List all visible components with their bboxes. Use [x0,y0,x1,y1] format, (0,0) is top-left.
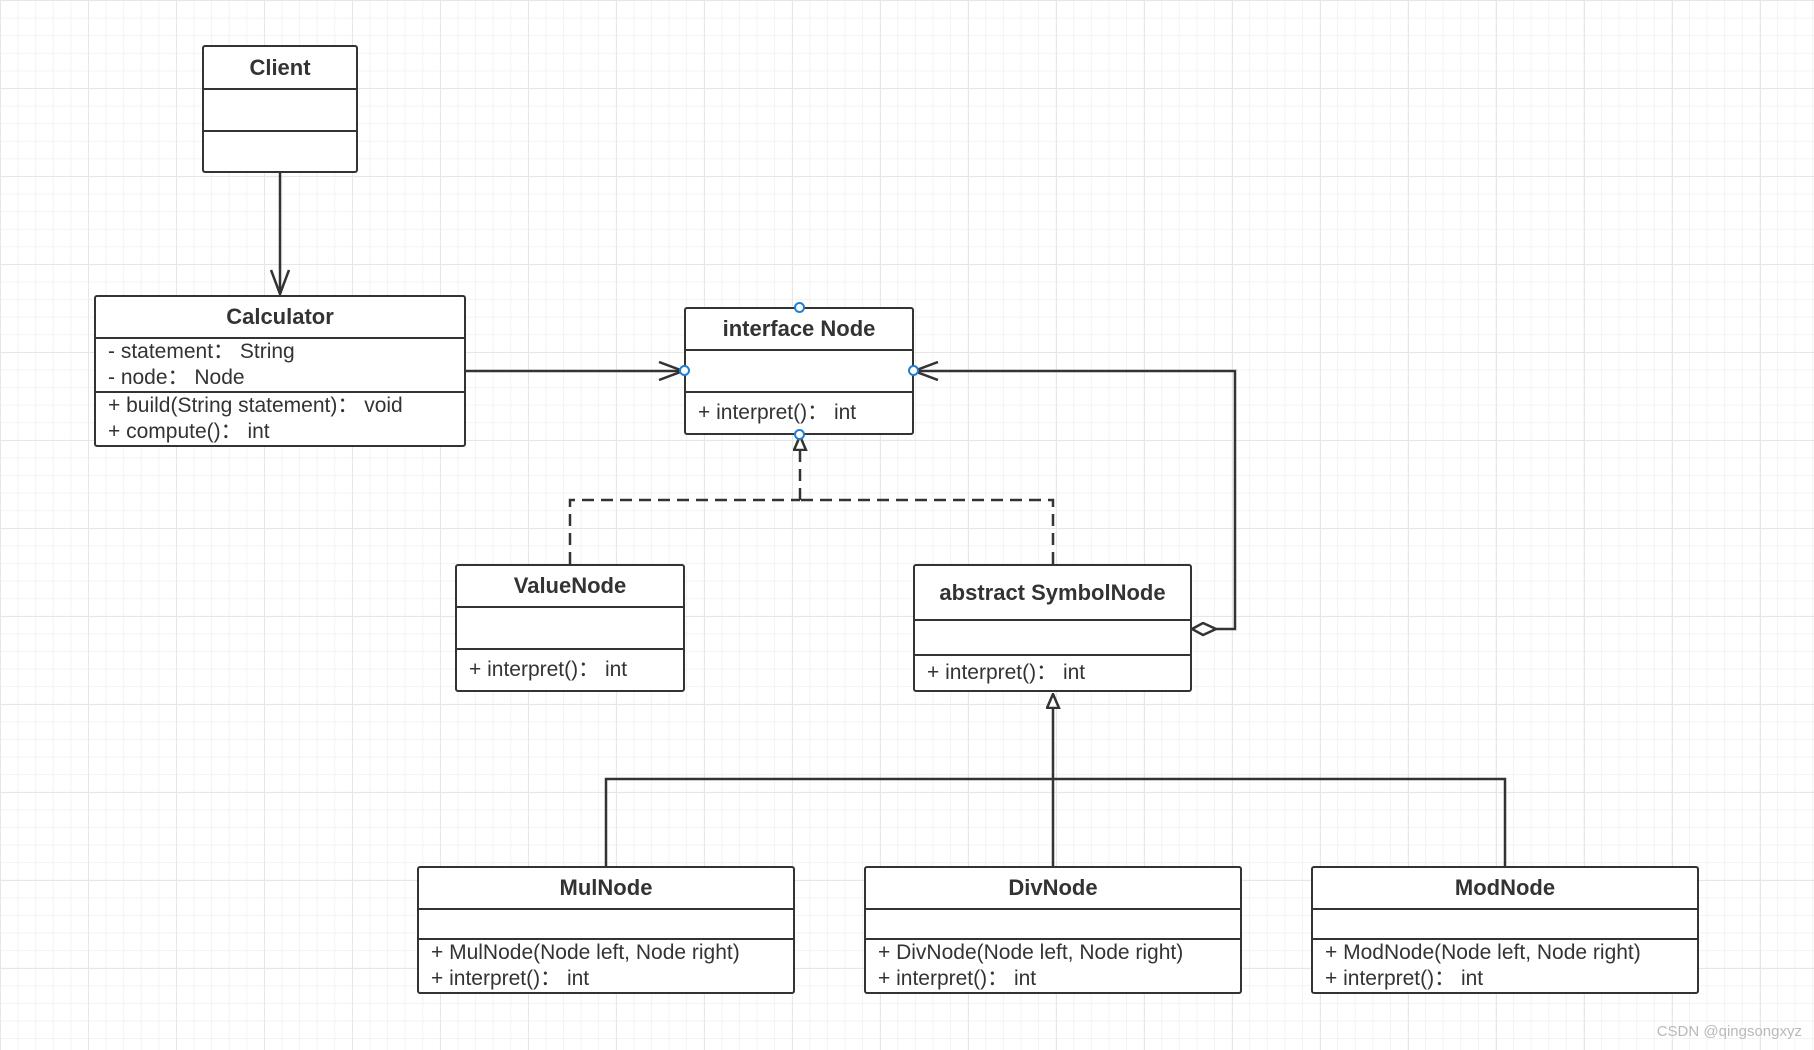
calculator-class-name: Calculator [96,297,464,339]
client-class[interactable]: Client [202,45,358,173]
node-interface-class[interactable]: interface Node + interpret()： int [684,307,914,435]
node-top-connection-handle[interactable] [794,302,805,313]
modnode-class-name: ModNode [1313,868,1697,910]
modnode-method-constructor: + ModNode(Node left, Node right) [1325,941,1641,964]
mulnode-methods: + MulNode(Node left, Node right) + inter… [419,940,793,992]
calculator-attributes: - statement： String - node： Node [96,339,464,393]
symbolnode-realization-line[interactable] [800,498,1055,564]
node-bottom-connection-handle[interactable] [794,429,805,440]
valuenode-class[interactable]: ValueNode + interpret()： int [455,564,685,692]
modnode-methods: + ModNode(Node left, Node right) + inter… [1313,940,1697,992]
node-left-connection-handle[interactable] [679,365,690,376]
calculator-methods: + build(String statement)： void + comput… [96,393,464,445]
calculator-method-build: + build(String statement)： void [108,394,403,417]
node-method-interpret: + interpret()： int [698,401,857,424]
modnode-method-interpret: + interpret()： int [1325,967,1484,990]
node-interface-name: interface Node [686,309,912,351]
mulnode-class-name: MulNode [419,868,793,910]
watermark: CSDN @qingsongxyz [1656,1023,1802,1040]
divnode-class-name: DivNode [866,868,1240,910]
node-interface-attributes [686,351,912,393]
divnode-class[interactable]: DivNode + DivNode(Node left, Node right)… [864,866,1242,994]
mulnode-method-constructor: + MulNode(Node left, Node right) [431,941,740,964]
divnode-methods: + DivNode(Node left, Node right) + inter… [866,940,1240,992]
mulnode-generalization-line[interactable] [604,777,1053,866]
valuenode-method-interpret: + interpret()： int [469,658,628,681]
symbolnode-method-interpret: + interpret()： int [927,661,1086,684]
symbolnode-class-name: abstract SymbolNode [915,566,1190,621]
mulnode-attributes [419,910,793,940]
client-methods [204,132,356,171]
valuenode-class-name: ValueNode [457,566,683,608]
symbolnode-attributes [915,621,1190,656]
divnode-method-constructor: + DivNode(Node left, Node right) [878,941,1184,964]
mulnode-method-interpret: + interpret()： int [431,967,590,990]
valuenode-attributes [457,608,683,650]
calculator-class[interactable]: Calculator - statement： String - node： N… [94,295,466,447]
modnode-generalization-line[interactable] [1053,777,1507,866]
symbolnode-to-node-aggregation[interactable] [914,371,1237,629]
valuenode-realization-line[interactable] [568,498,800,564]
valuenode-methods: + interpret()： int [457,650,683,690]
calculator-attr-node: - node： Node [108,365,245,389]
client-class-name: Client [204,47,356,90]
node-right-connection-handle[interactable] [908,365,919,376]
calculator-attr-statement: - statement： String [108,339,295,363]
calculator-method-compute: + compute()： int [108,420,270,443]
symbolnode-methods: + interpret()： int [915,656,1190,690]
mulnode-class[interactable]: MulNode + MulNode(Node left, Node right)… [417,866,795,994]
symbolnode-class[interactable]: abstract SymbolNode + interpret()： int [913,564,1192,692]
modnode-class[interactable]: ModNode + ModNode(Node left, Node right)… [1311,866,1699,994]
modnode-attributes [1313,910,1697,940]
client-attributes [204,90,356,132]
node-interface-methods: + interpret()： int [686,393,912,433]
divnode-method-interpret: + interpret()： int [878,967,1037,990]
divnode-attributes [866,910,1240,940]
